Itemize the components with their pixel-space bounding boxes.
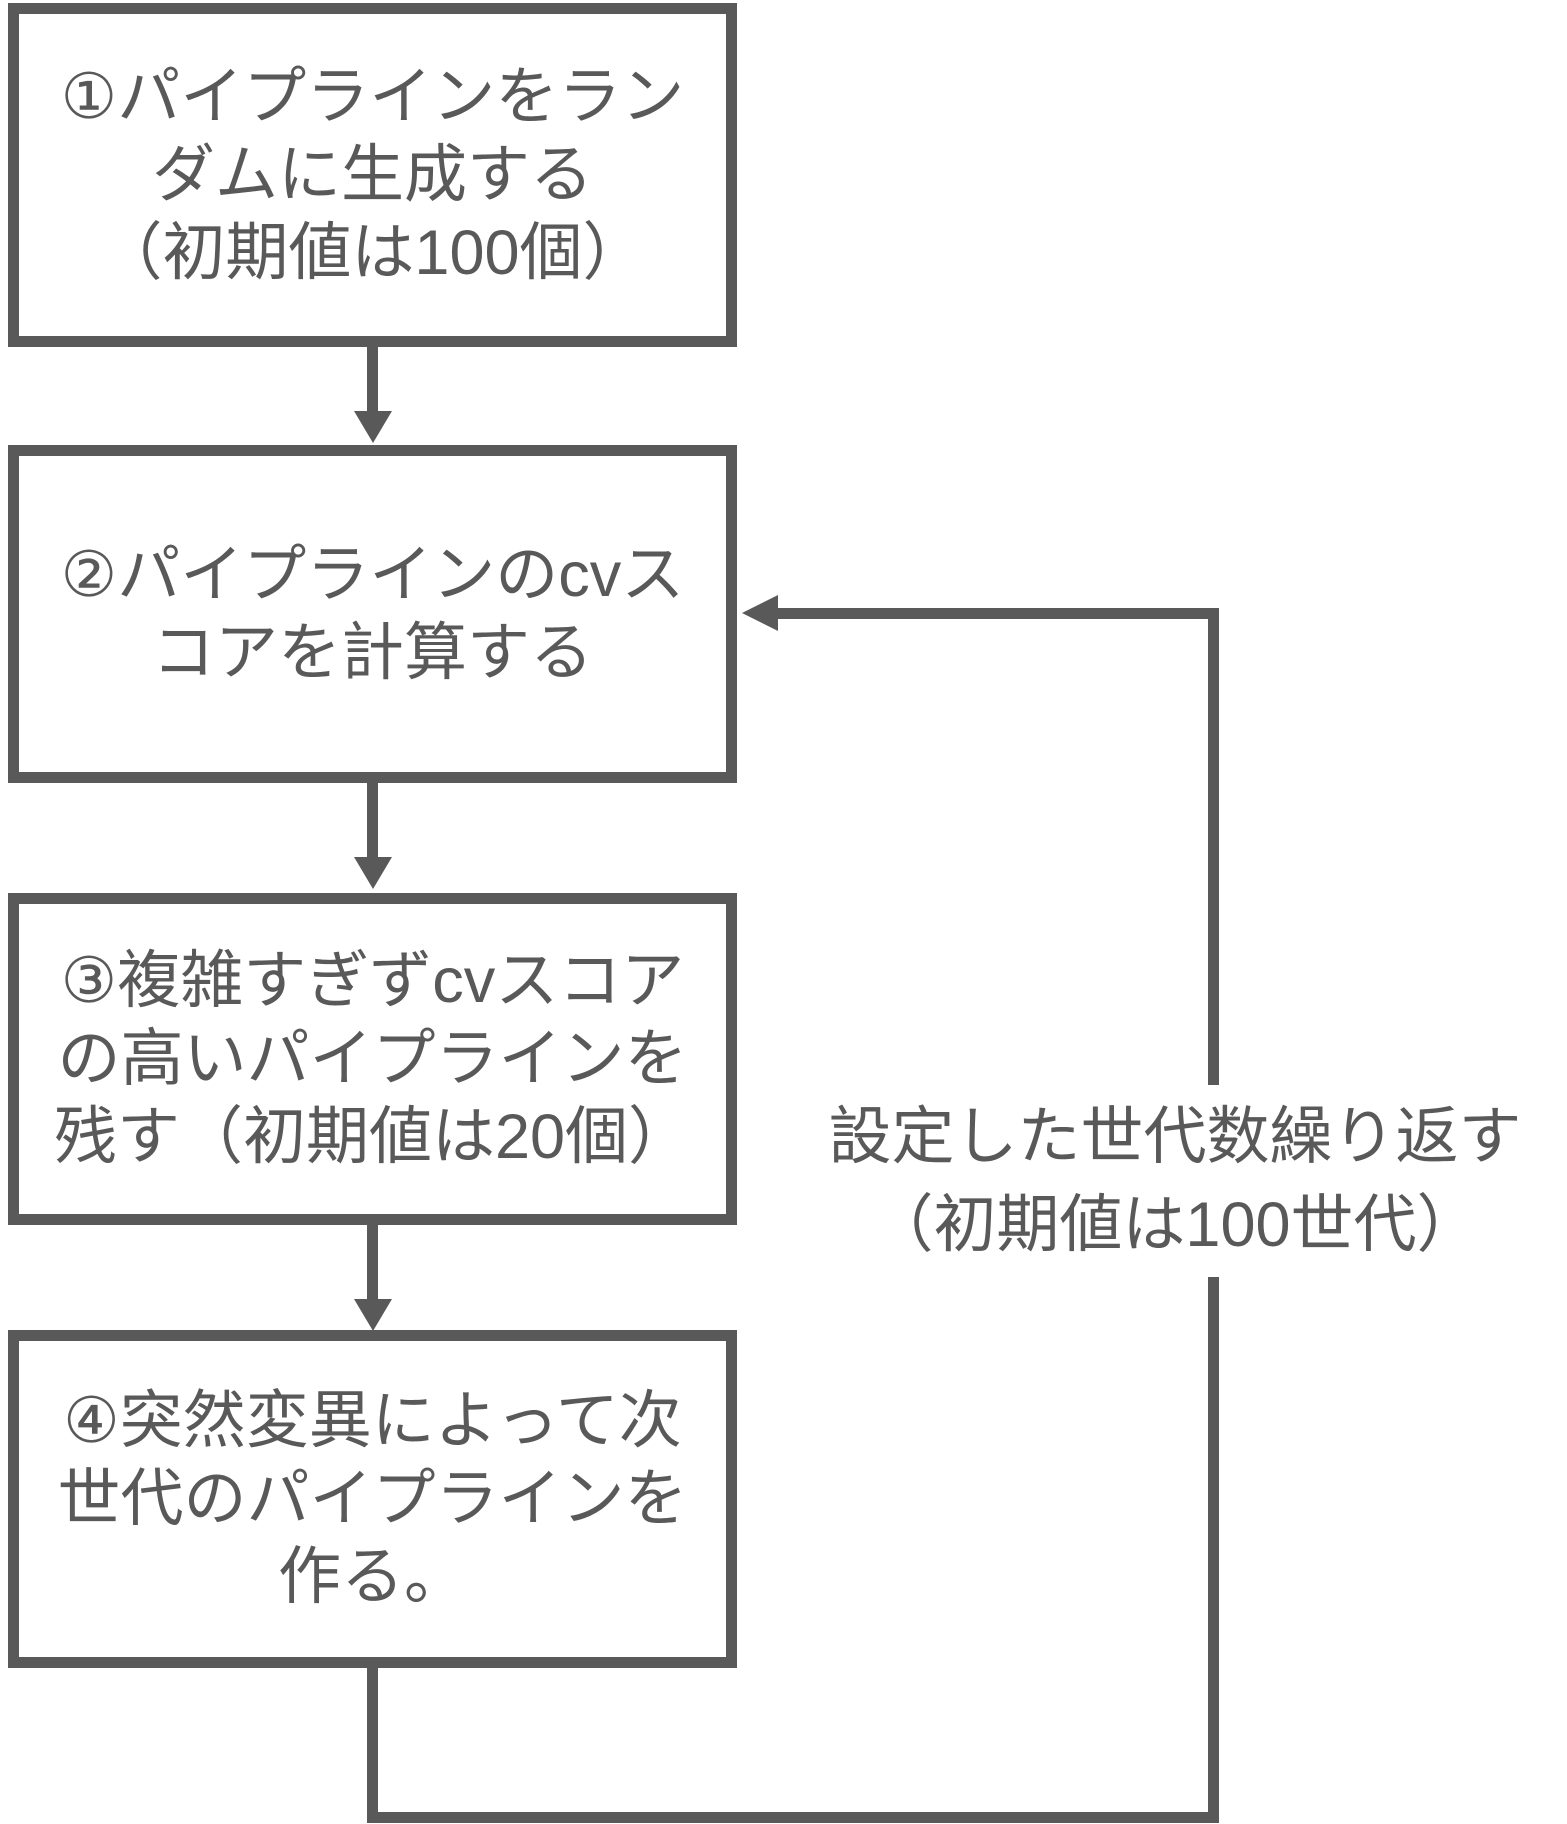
step-1-text-line: ダムに生成する xyxy=(152,140,593,210)
step-2-box: ②パイプラインのcvス コアを計算する xyxy=(8,445,737,783)
step-4-text-line: 世代のパイプラインを xyxy=(57,1464,688,1534)
loop-line-top xyxy=(778,608,1219,619)
step-1-box: ①パイプラインをラン ダムに生成する （初期値は100個） xyxy=(8,3,737,347)
arrow-down-icon xyxy=(354,1299,392,1331)
step-4-box: ④突然変異によって次 世代のパイプラインを 作る。 xyxy=(8,1330,737,1668)
loop-line-bottom xyxy=(367,1812,1219,1823)
step-3-box: ③複雑すぎずcvスコア の高いパイプラインを 残す（初期値は20個） xyxy=(8,893,737,1225)
arrow-down-icon xyxy=(354,411,392,443)
step-3-text-line: ③複雑すぎずcvスコア xyxy=(60,946,685,1016)
loop-label-box: 設定した世代数繰り返す （初期値は100世代） xyxy=(805,1085,1545,1277)
step-1-text-line: （初期値は100個） xyxy=(99,218,646,288)
step-4-text-line: ④突然変異によって次 xyxy=(63,1386,682,1456)
step-3-text-line: 残す（初期値は20個） xyxy=(53,1102,692,1172)
arrow-step1-to-step2-line xyxy=(367,347,378,413)
step-4-text-line: 作る。 xyxy=(278,1542,467,1612)
loop-label-line: 設定した世代数繰り返す xyxy=(828,1102,1522,1172)
step-1-text-line: ①パイプラインをラン xyxy=(60,62,685,132)
loop-line-from-step4 xyxy=(367,1666,378,1818)
arrow-step3-to-step4-line xyxy=(367,1225,378,1300)
loop-label-line: （初期値は100世代） xyxy=(870,1190,1480,1260)
arrow-down-icon xyxy=(354,857,392,889)
step-2-text-line: コアを計算する xyxy=(152,618,593,688)
arrow-left-icon xyxy=(742,595,778,631)
arrow-step2-to-step3-line xyxy=(367,783,378,858)
step-2-text-line: ②パイプラインのcvス xyxy=(60,540,685,610)
step-3-text-line: の高いパイプラインを xyxy=(57,1024,688,1094)
